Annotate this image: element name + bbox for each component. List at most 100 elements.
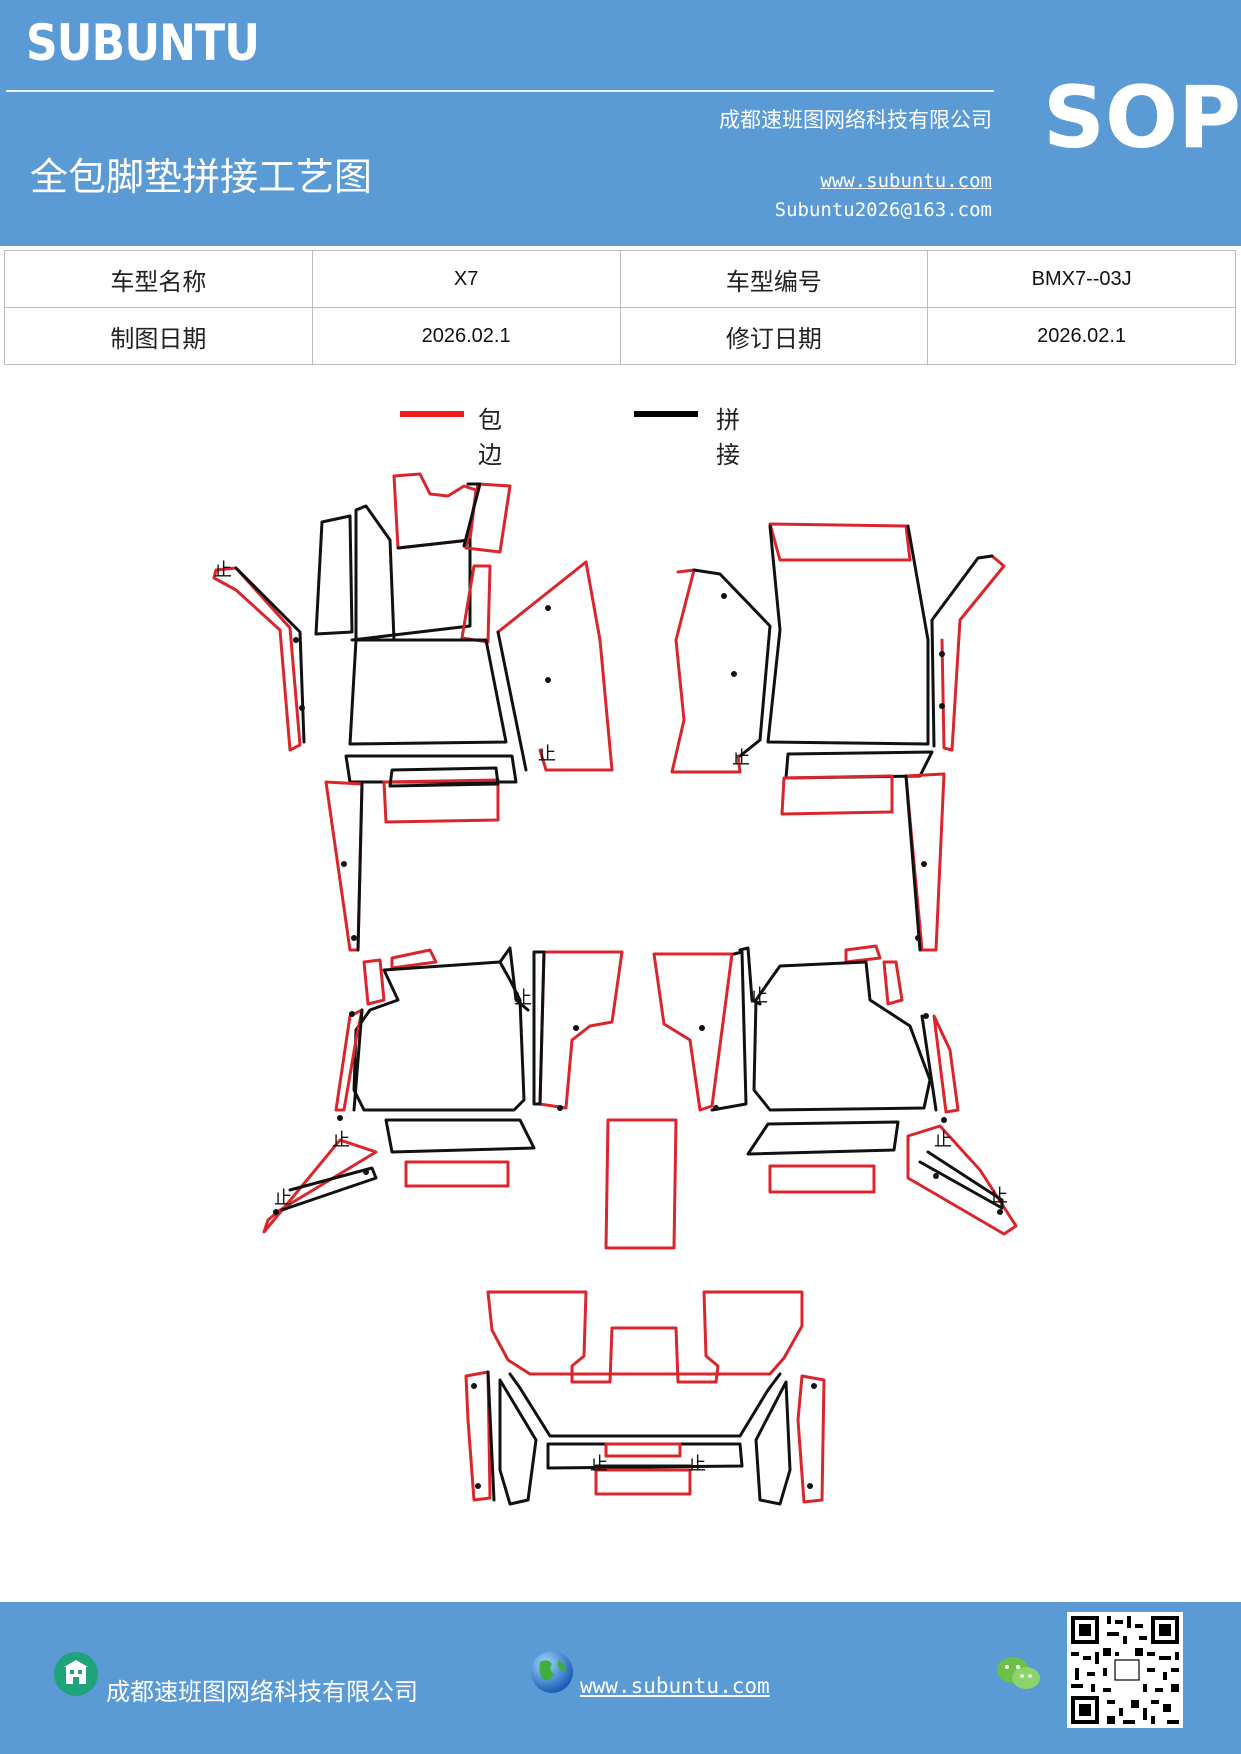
mat-piece xyxy=(538,950,624,1110)
mat-piece xyxy=(348,638,508,746)
stop-mark: 止 xyxy=(990,1186,1008,1207)
mat-piece xyxy=(354,504,396,642)
stop-mark: 止 xyxy=(538,744,556,765)
table-row: 制图日期 2026.02.1 修订日期 2026.02.1 xyxy=(4,307,1236,365)
stop-mark: 止 xyxy=(732,748,750,769)
legend-label-edge: 包边 xyxy=(478,406,502,469)
footer-banner: 成都速班图网络科技有限公司 www.subuntu.com xyxy=(0,1602,1241,1754)
mat-piece xyxy=(930,554,994,748)
mat-piece xyxy=(754,1380,792,1506)
draw-date-label: 制图日期 xyxy=(4,307,313,365)
stop-mark: 止 xyxy=(214,560,232,581)
tunnel-mat xyxy=(604,1118,678,1250)
building-icon xyxy=(54,1652,98,1696)
mat-piece xyxy=(350,538,472,642)
wechat-icon xyxy=(997,1657,1040,1689)
globe-icon xyxy=(531,1651,573,1693)
mat-piece xyxy=(314,514,354,636)
legend-label-seam: 拼接 xyxy=(716,406,740,469)
mat-piece xyxy=(796,1374,826,1504)
mat-piece xyxy=(766,524,930,746)
info-table: 车型名称 X7 车型编号 BMX7--03J 制图日期 2026.02.1 修订… xyxy=(4,250,1236,365)
model-code-value: BMX7--03J xyxy=(927,250,1236,308)
model-name-label: 车型名称 xyxy=(4,250,313,308)
mat-piece xyxy=(390,948,438,970)
table-row: 车型名称 X7 车型编号 BMX7--03J xyxy=(4,250,1236,308)
mat-piece xyxy=(768,522,912,562)
footer-company-name: 成都速班图网络科技有限公司 xyxy=(106,1678,418,1706)
mat-piece xyxy=(604,1442,682,1458)
mat-piece xyxy=(498,1378,538,1506)
website-link[interactable]: www.subuntu.com xyxy=(820,170,992,192)
middle-right-pieces xyxy=(652,944,1018,1236)
stop-mark: 止 xyxy=(750,986,768,1007)
mat-piece xyxy=(486,1370,496,1502)
page-title: 全包脚垫拼接工艺图 xyxy=(30,155,373,199)
mat-piece xyxy=(362,958,386,1006)
mat-piece xyxy=(844,944,882,964)
mat-piece xyxy=(344,754,518,784)
model-name-value: X7 xyxy=(311,250,621,308)
mat-piece xyxy=(906,1124,1018,1236)
mat-piece xyxy=(768,1164,876,1194)
mat-piece xyxy=(496,560,614,772)
mat-piece xyxy=(352,960,526,1112)
mat-piece xyxy=(652,952,734,1112)
stop-mark: 止 xyxy=(514,988,532,1009)
mat-piece xyxy=(780,774,894,816)
mat-piece xyxy=(404,1160,510,1188)
stop-mark: 止 xyxy=(332,1130,350,1151)
mat-piece xyxy=(280,1166,378,1212)
stop-symbols: 止 止 止 止 止 止 止 止 止 止 止 xyxy=(214,560,1008,1475)
mat-piece xyxy=(710,950,748,1112)
mat-piece xyxy=(746,1120,900,1156)
mat-piece xyxy=(692,568,772,758)
stop-mark: 止 xyxy=(590,1454,608,1475)
mat-piece xyxy=(462,482,482,548)
mat-piece xyxy=(904,774,922,952)
header-divider xyxy=(6,90,994,92)
mat-piece xyxy=(508,1372,782,1438)
mat-piece xyxy=(882,960,904,1006)
sop-badge: SOP xyxy=(1043,68,1241,168)
mat-piece xyxy=(212,566,302,752)
mat-piece xyxy=(262,1138,378,1234)
middle-left-pieces xyxy=(262,946,624,1234)
legend-swatch-red xyxy=(400,411,464,417)
footer-website-link[interactable]: www.subuntu.com xyxy=(580,1674,770,1698)
header-banner: SUBUNTU 成都速班图网络科技有限公司 全包脚垫拼接工艺图 www.subu… xyxy=(0,0,1241,246)
mat-piece xyxy=(920,1014,938,1112)
mat-piece xyxy=(498,946,530,1012)
mat-piece xyxy=(384,1118,536,1154)
revision-date-value: 2026.02.1 xyxy=(927,307,1236,365)
attachment-dots xyxy=(273,593,1003,1489)
qr-code[interactable] xyxy=(1067,1612,1183,1728)
stop-mark: 止 xyxy=(274,1188,292,1209)
revision-date-label: 修订日期 xyxy=(619,307,929,365)
front-right-pieces xyxy=(670,522,1006,952)
mat-piece xyxy=(356,782,364,952)
mat-piece xyxy=(932,1014,960,1114)
mat-piece xyxy=(738,946,762,1006)
mat-piece xyxy=(784,750,934,780)
mat-piece xyxy=(460,564,492,644)
mat-piece xyxy=(918,1150,1004,1210)
mat-piece xyxy=(532,950,546,1106)
mat-piece xyxy=(352,1008,364,1112)
model-code-label: 车型编号 xyxy=(619,250,929,308)
mat-piece xyxy=(486,1290,804,1384)
rear-pieces xyxy=(464,1290,826,1506)
mat-piece xyxy=(594,1468,692,1496)
stop-mark: 止 xyxy=(688,1454,706,1475)
company-name: 成都速班图网络科技有限公司 xyxy=(719,108,992,132)
mat-piece xyxy=(496,630,528,772)
front-left-pieces xyxy=(212,472,614,952)
draw-date-value: 2026.02.1 xyxy=(311,307,621,365)
contact-email[interactable]: Subuntu2026@163.com xyxy=(774,199,992,221)
stop-mark: 止 xyxy=(934,1130,952,1151)
mat-piece xyxy=(382,778,500,824)
mat-piece xyxy=(464,1370,492,1502)
mat-piece xyxy=(670,568,742,774)
legend-swatch-black xyxy=(634,411,698,417)
